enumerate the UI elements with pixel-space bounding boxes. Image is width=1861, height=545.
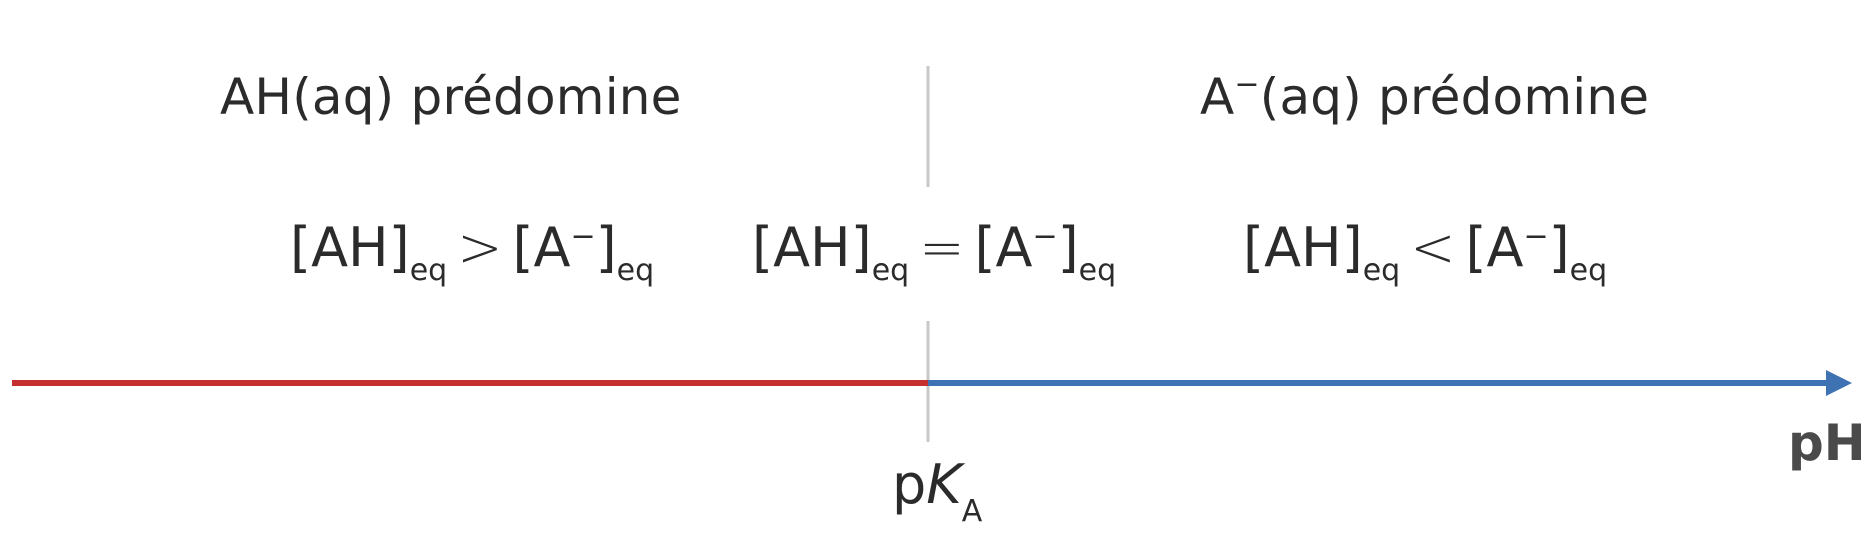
relation-lhs-sub: eq [871,253,910,288]
pka-p: p [892,453,927,516]
relation-lhs: [AH] [1243,216,1363,279]
relation-lhs: [AH] [290,216,410,279]
relation-rhs: [A [974,216,1033,279]
relation-rhs-close: ] [1548,216,1570,279]
relation-rhs-close: ] [1057,216,1079,279]
pka-subscript: A [961,494,983,529]
acid-predominance-word: prédomine [410,68,682,126]
base-region-relation: [AH]eq<[A−]eq [1243,216,1607,286]
relation-rhs-close: ] [595,216,617,279]
pka-label: pKA [892,458,982,527]
relation-rhs-sub: eq [1078,253,1117,288]
base-species-state: (aq) [1259,68,1362,126]
relation-lhs: [AH] [752,216,872,279]
relation-rhs-sub: eq [616,253,655,288]
relation-rhs-charge: − [1523,219,1549,254]
base-predominance-word: prédomine [1378,68,1650,126]
relation-rhs-charge: − [570,219,596,254]
relation-operator: < [1410,216,1456,279]
relation-operator: > [457,216,503,279]
acid-predominance-label: AH(aq) prédomine [220,72,682,122]
relation-operator: = [919,216,965,279]
acid-region-relation: [AH]eq>[A−]eq [290,216,654,286]
base-species-base: A [1200,68,1235,126]
relation-rhs: [A [512,216,571,279]
ph-axis-arrowhead [1826,370,1852,396]
relation-lhs-sub: eq [409,253,448,288]
pka-relation: [AH]eq=[A−]eq [752,216,1116,286]
relation-rhs-sub: eq [1569,253,1608,288]
relation-lhs-sub: eq [1362,253,1401,288]
pka-k: K [926,453,962,516]
relation-rhs-charge: − [1032,219,1058,254]
base-predominance-label: A−(aq) prédomine [1200,70,1649,123]
relation-rhs: [A [1465,216,1524,279]
base-species-charge: − [1234,67,1260,102]
ph-axis-label: pH [1788,414,1861,472]
acid-species: AH(aq) [220,68,395,126]
